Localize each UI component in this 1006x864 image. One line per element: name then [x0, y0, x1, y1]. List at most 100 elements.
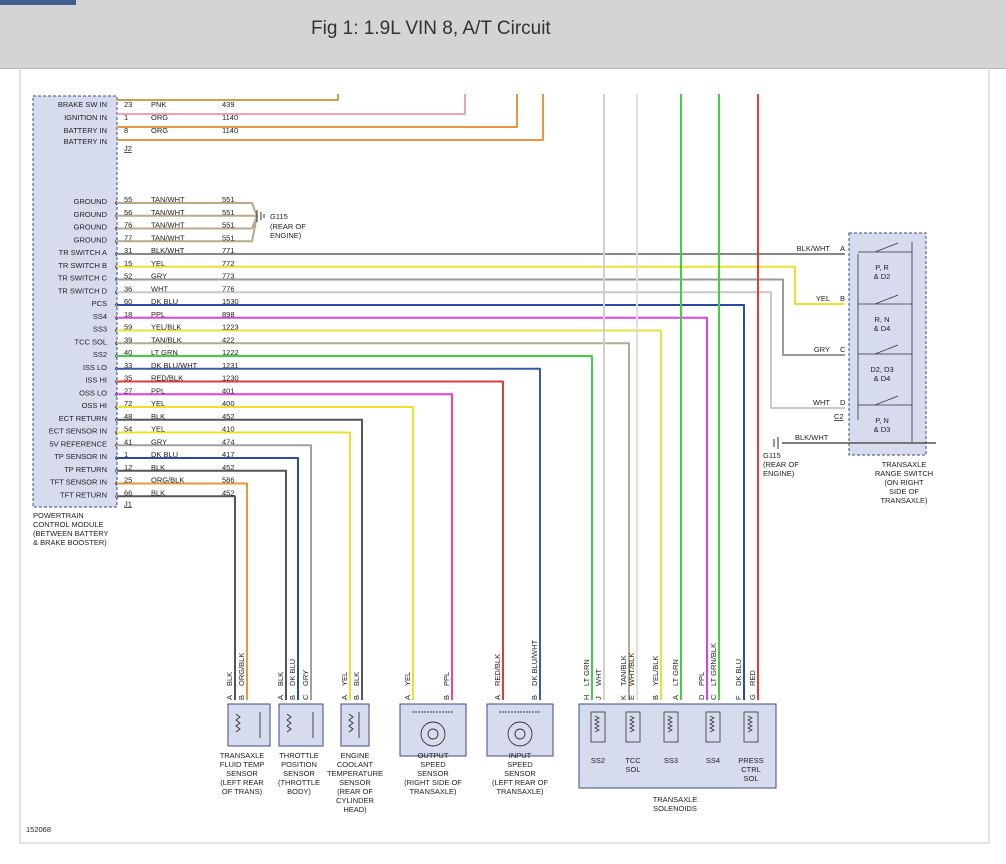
- wire-ss3: [117, 329, 662, 700]
- sensor-wire-color: BLK: [352, 672, 361, 686]
- wire-org-ign: [117, 94, 518, 128]
- solenoid-name: TCC: [625, 756, 641, 765]
- connector-j1: J1: [124, 499, 132, 508]
- sensor-wire-color: GRY: [301, 670, 310, 686]
- range-switch-label: TRANSAXLE): [880, 496, 928, 505]
- sensor-pin: A: [276, 695, 285, 700]
- sensor-pin: B: [352, 695, 361, 700]
- solenoid-pin: H: [582, 695, 591, 700]
- pcm-wire-color: TAN/BLK: [151, 335, 182, 344]
- pcm-wire-color: ORG: [151, 113, 168, 122]
- pcm-pin-name: OSS HI: [82, 401, 107, 410]
- ground-note: ENGINE): [270, 231, 302, 240]
- ground-note: (REAR OF: [270, 222, 306, 231]
- pcm-circuit-number: 551: [222, 221, 235, 230]
- pcm-wire-color: YEL/BLK: [151, 323, 181, 332]
- sensor-wire-color: PPL: [442, 672, 451, 686]
- sensor-wire-color: DK BLU/WHT: [530, 639, 539, 686]
- pin-terminal: [115, 251, 118, 257]
- pcm-wire-color: ORG/BLK: [151, 476, 184, 485]
- switch-position: & D2: [874, 272, 891, 281]
- pcm-wire-color: PPL: [151, 386, 165, 395]
- pcm-label-line: (BETWEEN BATTERY: [33, 529, 109, 538]
- sensor-label: SPEED: [507, 760, 533, 769]
- figure-id: 152068: [26, 825, 51, 834]
- switch-position: & D3: [874, 425, 891, 434]
- pin-terminal: [115, 391, 118, 397]
- switch-position: D2, D3: [870, 365, 893, 374]
- sensor-label: HEAD): [343, 805, 367, 814]
- switch-position: P, N: [875, 416, 889, 425]
- sensor-pin: A: [493, 695, 502, 700]
- pcm-pin-number: 59: [124, 323, 132, 332]
- pin-terminal: [115, 353, 118, 359]
- switch-pin: C: [840, 345, 846, 354]
- pcm-pin-name: BRAKE SW IN: [58, 100, 107, 109]
- range-switch-label: TRANSAXLE: [882, 460, 927, 469]
- solenoid-pin: F: [734, 695, 743, 700]
- pcm-pin-number: 18: [124, 310, 132, 319]
- pcm-pin-name: GROUND: [74, 235, 108, 244]
- solenoid-pin: A: [671, 695, 680, 700]
- ground-note: ENGINE): [763, 469, 795, 478]
- pcm-pin-number: 41: [124, 437, 132, 446]
- solenoid-name: PRESS: [738, 756, 763, 765]
- wire-pcs: [117, 304, 745, 700]
- solenoid-winding: [629, 715, 635, 733]
- sensor-label: THROTTLE: [279, 751, 319, 760]
- pin-terminal: [115, 468, 118, 474]
- pcm-pin-name: SS3: [93, 325, 107, 334]
- sensor-label: TRANSAXLE): [409, 787, 457, 796]
- pcm-pin-number: 35: [124, 374, 132, 383]
- sensor-label: OF TRANS): [222, 787, 263, 796]
- pcm-wire-color: BLK: [151, 463, 165, 472]
- sensor-box: [278, 703, 324, 747]
- pcm-pin-name: TR SWITCH A: [59, 248, 107, 257]
- pcm-pin-name: SS4: [93, 312, 107, 321]
- sensor-label: ENGINE: [341, 751, 370, 760]
- pcm-circuit-number: 772: [222, 259, 235, 268]
- pin-terminal: [115, 417, 118, 423]
- pcm-wire-color: DK BLU: [151, 297, 178, 306]
- pcm-pin-name: TFT SENSOR IN: [50, 478, 107, 487]
- pcm-pin-name: SS2: [93, 350, 107, 359]
- pcm-pin-name: BATTERY IN: [64, 137, 107, 146]
- pcm-pin-number: 15: [124, 259, 132, 268]
- pcm-wire-color: ORG: [151, 126, 168, 135]
- sensor-label: SPEED: [420, 760, 446, 769]
- pcm-circuit-number: 1223: [222, 323, 239, 332]
- pcm-box: [32, 95, 118, 508]
- wire-tr-b: [117, 265, 845, 305]
- solenoid-coil: [590, 711, 606, 743]
- pcm-wire-color: PNK: [151, 100, 166, 109]
- ground-name: G115: [270, 212, 288, 221]
- sensor-label: CYLINDER: [336, 796, 375, 805]
- sensor-wire-color: BLK: [225, 672, 234, 686]
- wire-org-bat: [117, 94, 544, 141]
- pin-terminal: [115, 455, 118, 461]
- range-switch-label: RANGE SWITCH: [875, 469, 933, 478]
- solenoids-box: [578, 703, 777, 789]
- solenoids-label: SOLENOIDS: [653, 804, 697, 813]
- pcm-pin-name: TR SWITCH C: [58, 274, 108, 283]
- switch-blade: [874, 344, 899, 355]
- pcm-wire-color: RED/BLK: [151, 374, 183, 383]
- switch-pin: B: [840, 294, 845, 303]
- pin-terminal: [115, 238, 118, 244]
- pcm-pin-name: ISS HI: [85, 376, 107, 385]
- switch-position: R, N: [875, 315, 890, 324]
- pcm-wire-color: YEL: [151, 425, 165, 434]
- range-switch-label: SIDE OF: [889, 487, 919, 496]
- pcm-circuit-number: 1140: [222, 113, 238, 122]
- solenoid-pin: B: [651, 695, 660, 700]
- sensor-label: SENSOR: [504, 769, 536, 778]
- wire-iss-hi: [117, 380, 504, 700]
- solenoids-label: TRANSAXLE: [653, 795, 698, 804]
- pcm-pin-name: GROUND: [74, 197, 108, 206]
- switch-blade: [874, 294, 899, 305]
- pcm-pin-number: 36: [124, 284, 132, 293]
- pcm-wire-color: TAN/WHT: [151, 208, 185, 217]
- pcm-circuit-number: 417: [222, 450, 235, 459]
- pcm-circuit-number: 1231: [222, 361, 239, 370]
